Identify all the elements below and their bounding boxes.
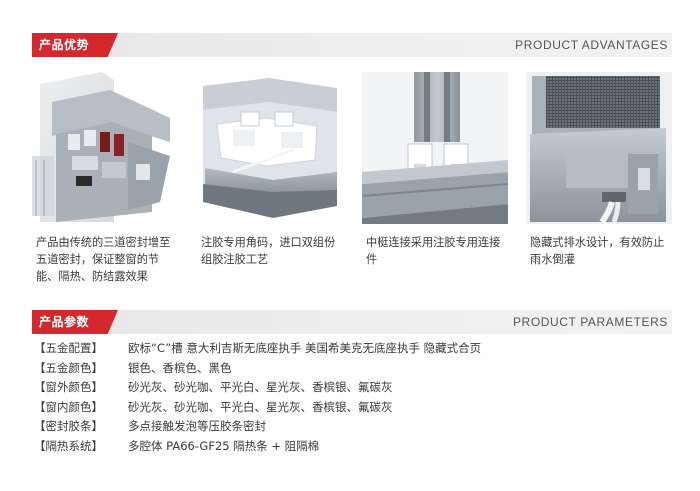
advantages-header: 产品优势 PRODUCT ADVANTAGES	[32, 33, 672, 57]
parameters-header: 产品参数 PRODUCT PARAMETERS	[32, 310, 672, 334]
advantage-card: 中梃连接采用注胶专用连接件	[362, 72, 508, 268]
param-key: 【五金颜色】	[34, 360, 103, 375]
param-value: 砂光灰、砂光咖、平光白、星光灰、香槟银、氟碳灰	[128, 380, 393, 395]
advantage-text: 中梃连接采用注胶专用连接件	[366, 236, 501, 266]
profile-section-image	[32, 72, 178, 224]
param-value: 银色、香槟色、黑色	[128, 360, 232, 375]
param-key: 【五金配置】	[34, 341, 103, 355]
param-value: 欧标“C”槽 意大利吉斯无底座执手 美国希美克无底座执手 隐藏式合页	[128, 341, 482, 355]
parameters-title-cn: 产品参数	[32, 310, 118, 334]
advantage-text: 产品由传统的三道密封增至五道密封，保证整窗的节能、隔热、防结露效果	[36, 236, 171, 283]
param-row-exterior-color: 【窗外颜色】 砂光灰、砂光咖、平光白、星光灰、香槟银、氟碳灰	[32, 378, 672, 398]
param-key: 【窗内颜色】	[34, 399, 103, 414]
param-value: 多点接触发泡等压胶条密封	[128, 419, 266, 434]
param-row-hardware-color: 【五金颜色】 银色、香槟色、黑色	[32, 359, 672, 379]
parameters-list: 【五金配置】 欧标“C”槽 意大利吉斯无底座执手 美国希美克无底座执手 隐藏式合…	[32, 339, 672, 457]
param-value: 多腔体 PA66-GF25 隔热条 + 阻隔棉	[128, 438, 320, 453]
mullion-connector-image	[362, 72, 508, 224]
advantage-text: 隐藏式排水设计，有效防止雨水倒灌	[530, 236, 665, 266]
param-key: 【密封胶条】	[34, 419, 103, 434]
drainage-image	[526, 72, 672, 224]
advantages-grid: 产品由传统的三道密封增至五道密封，保证整窗的节能、隔热、防结露效果	[32, 72, 672, 302]
advantages-title-en: PRODUCT ADVANTAGES	[515, 38, 668, 52]
param-value: 砂光灰、砂光咖、平光白、星光灰、香槟银、氟碳灰	[128, 399, 393, 414]
advantage-text: 注胶专用角码，进口双组份组胶注胶工艺	[201, 236, 336, 266]
param-row-hardware: 【五金配置】 欧标“C”槽 意大利吉斯无底座执手 美国希美克无底座执手 隐藏式合…	[32, 339, 672, 359]
param-row-insulation: 【隔热系统】 多腔体 PA66-GF25 隔热条 + 阻隔棉	[32, 437, 672, 457]
advantage-card: 产品由传统的三道密封增至五道密封，保证整窗的节能、隔热、防结露效果	[32, 72, 178, 285]
param-row-seal-strip: 【密封胶条】 多点接触发泡等压胶条密封	[32, 417, 672, 437]
advantage-card: 隐藏式排水设计，有效防止雨水倒灌	[526, 72, 672, 268]
advantage-card: 注胶专用角码，进口双组份组胶注胶工艺	[197, 72, 343, 268]
param-key: 【隔热系统】	[34, 438, 103, 453]
param-row-interior-color: 【窗内颜色】 砂光灰、砂光咖、平光白、星光灰、香槟银、氟碳灰	[32, 398, 672, 418]
param-key: 【窗外颜色】	[34, 380, 103, 395]
parameters-title-en: PRODUCT PARAMETERS	[512, 315, 668, 329]
advantages-title-cn: 产品优势	[32, 33, 118, 57]
corner-key-image	[197, 72, 343, 224]
